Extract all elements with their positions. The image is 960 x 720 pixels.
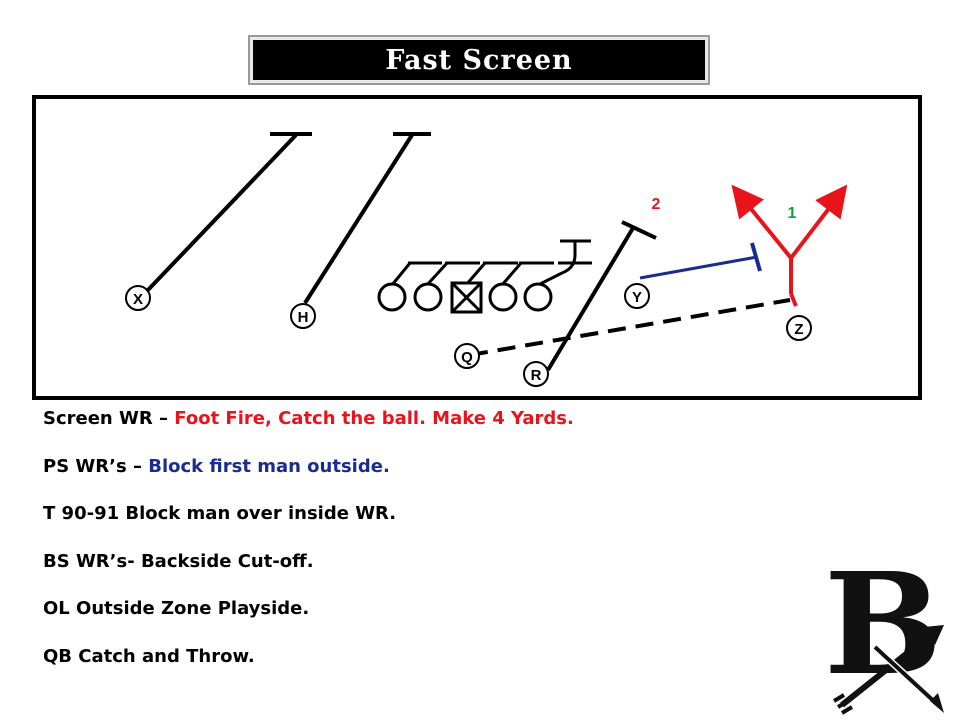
note-lead: OL Outside Zone Playside. (43, 598, 310, 619)
player-x-label: X (133, 291, 143, 308)
marker-two: 2 (652, 196, 661, 213)
page-title: Fast Screen (385, 44, 573, 76)
player-y-label: Y (632, 289, 642, 306)
player-z: Z (786, 315, 812, 341)
note-tackle: T 90-91 Block man over inside WR. (43, 500, 803, 548)
player-q: Q (454, 343, 480, 369)
y-block-line (639, 255, 758, 280)
note-lead: QB Catch and Throw. (43, 645, 255, 667)
note-detail: Foot Fire, Catch the ball. Make 4 Yards. (174, 408, 574, 429)
x-route (145, 133, 298, 293)
note-lead: Screen WR – (43, 408, 175, 429)
ol-zone-blocks (390, 239, 592, 287)
player-h: H (290, 303, 316, 329)
player-x: X (125, 285, 151, 311)
note-qb: QB Catch and Throw. (43, 643, 803, 691)
logo-letter: B (824, 555, 942, 707)
r-route-stop (621, 220, 657, 240)
note-lead: PS WR’s – (43, 455, 149, 477)
player-y: Y (624, 283, 650, 309)
player-r: R (523, 361, 549, 387)
title-banner: Fast Screen (248, 35, 710, 85)
z-fork-route (731, 184, 848, 307)
note-ps-wr: PS WR’s – Block first man outside. (43, 453, 803, 501)
player-q-label: Q (461, 349, 473, 366)
player-h-label: H (298, 309, 309, 326)
h-route (303, 133, 414, 305)
r-route (546, 226, 635, 372)
ol-left-guard (413, 282, 443, 312)
ol-center (450, 281, 483, 314)
ol-left-tackle (377, 282, 407, 312)
note-lead: T 90-91 Block man over inside WR. (43, 503, 397, 524)
note-lead: BS WR’s- Backside Cut-off. (43, 550, 314, 572)
note-ol: OL Outside Zone Playside. (43, 595, 803, 643)
note-screen-wr: Screen WR – Foot Fire, Catch the ball. M… (43, 405, 803, 453)
ol-right-tackle (523, 282, 553, 312)
team-logo: B (824, 555, 944, 715)
note-bs-wr: BS WR’s- Backside Cut-off. (43, 548, 803, 596)
ol-right-guard (488, 282, 518, 312)
screen-pass-throw (469, 298, 791, 357)
player-r-label: R (531, 367, 542, 384)
player-z-label: Z (794, 321, 803, 338)
marker-one: 1 (788, 205, 797, 222)
note-detail: Block first man outside. (148, 455, 390, 477)
arrow-icon (832, 625, 944, 715)
y-block-stop (750, 242, 762, 272)
coaching-notes: Screen WR – Foot Fire, Catch the ball. M… (43, 405, 803, 690)
